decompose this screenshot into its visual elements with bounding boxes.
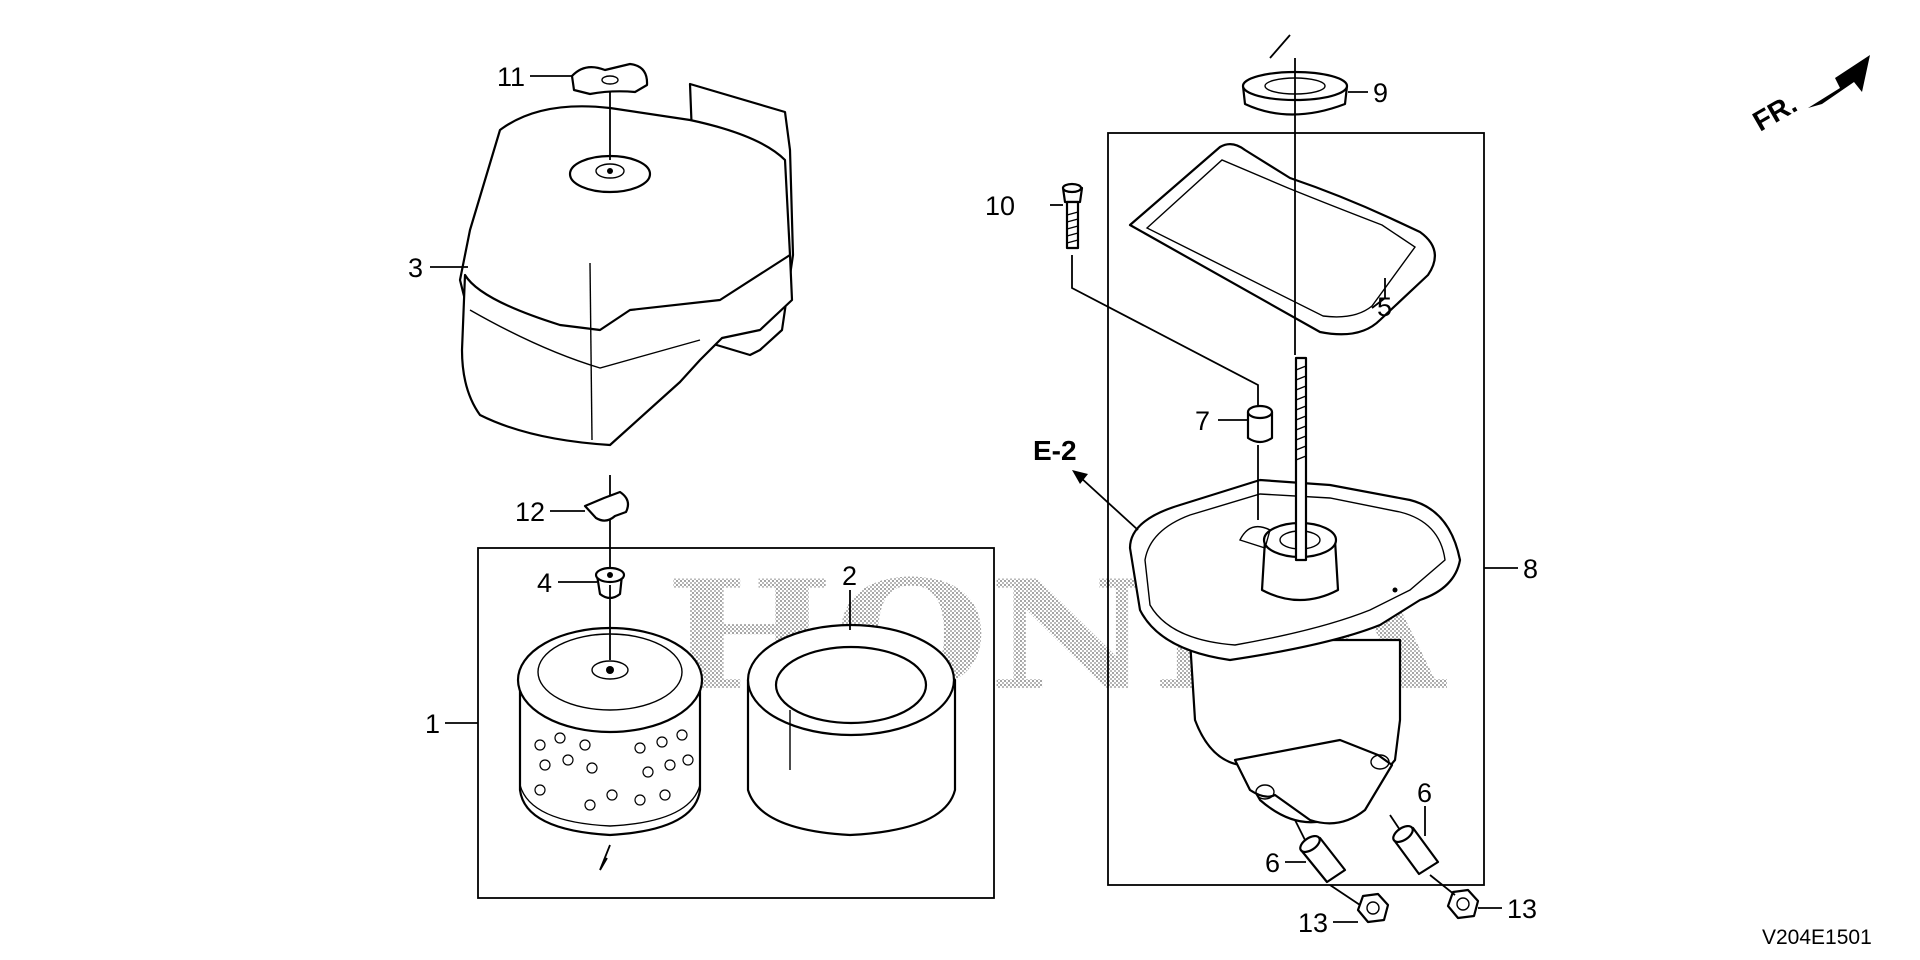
callout-5: 5 (1377, 292, 1392, 322)
callout-11: 11 (497, 62, 525, 92)
callout-10: 10 (985, 191, 1015, 221)
stud (1294, 356, 1308, 562)
nut-right (1446, 888, 1480, 920)
callout-2: 2 (842, 561, 857, 591)
callout-12: 12 (515, 497, 545, 527)
nut-left (1356, 892, 1390, 924)
paper-element (516, 626, 704, 837)
gasket (1128, 143, 1436, 336)
assembly-lines (599, 34, 1456, 906)
air-cleaner-cover (458, 82, 795, 447)
callout-4: 4 (537, 568, 552, 598)
air-cleaner-case (1128, 478, 1462, 825)
front-label: FR. (1748, 88, 1803, 137)
tube-left (1299, 834, 1347, 884)
callout-13-left: 13 (1298, 908, 1328, 938)
callout-7: 7 (1195, 406, 1210, 436)
callout-3: 3 (408, 253, 423, 283)
callout-6-upper: 6 (1417, 778, 1432, 808)
front-direction-arrow-icon (1808, 55, 1870, 108)
group-box-case (1107, 132, 1485, 886)
callout-13-right: 13 (1507, 894, 1537, 924)
callout-6-lower: 6 (1265, 848, 1280, 878)
callout-9: 9 (1373, 78, 1388, 108)
wing-nut-lower (583, 490, 630, 522)
foam-element (746, 623, 957, 837)
tube-right (1392, 824, 1440, 876)
bolt (1061, 182, 1084, 250)
callout-8: 8 (1523, 554, 1538, 584)
wing-nut-top (570, 62, 649, 96)
leader-lines (430, 75, 1518, 923)
diagram-code: V204E1501 (1762, 926, 1872, 949)
reference-label: E-2 (1033, 435, 1077, 466)
callout-1: 1 (425, 709, 440, 739)
spacer (1246, 404, 1274, 444)
